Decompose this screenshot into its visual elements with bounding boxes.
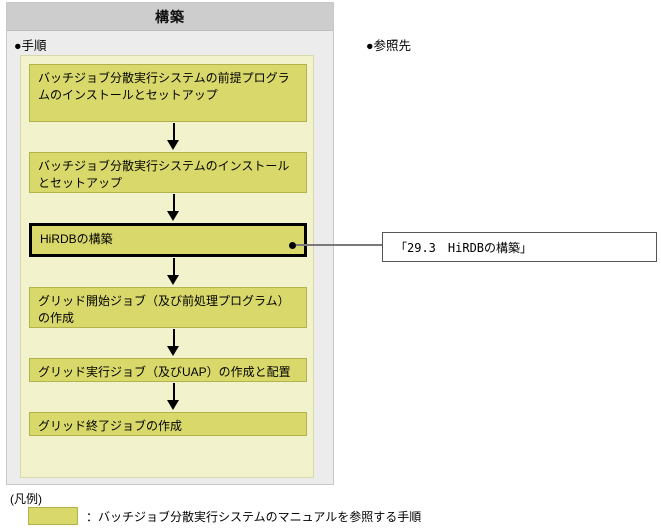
panel-title-bar: 構築	[7, 3, 333, 31]
flow-step-box-4: グリッド開始ジョブ（及び前処理プログラム）の作成	[29, 287, 307, 328]
references-section-heading: ●参照先	[366, 39, 412, 53]
arrow-shaft	[173, 329, 175, 347]
arrow-head	[167, 275, 179, 285]
flow-arrow-5	[167, 383, 180, 411]
arrow-head	[167, 211, 179, 221]
flow-arrow-2	[167, 194, 180, 222]
arrow-shaft	[173, 383, 175, 401]
page-title: 構築	[155, 8, 185, 25]
reference-box-hirdb[interactable]: 「29.3 HiRDBの構築」	[382, 232, 657, 262]
connector-line	[296, 244, 383, 246]
arrow-head	[167, 140, 179, 150]
arrow-head	[167, 400, 179, 410]
arrow-shaft	[173, 194, 175, 212]
flow-step-box-6: グリッド終了ジョブの作成	[29, 412, 307, 436]
flow-arrow-1	[167, 123, 180, 151]
flow-arrow-4	[167, 329, 180, 357]
steps-section-heading: ●手順	[14, 39, 47, 53]
flow-step-box-2: バッチジョブ分散実行システムのインストールとセットアップ	[29, 152, 307, 193]
flow-step-box-1: バッチジョブ分散実行システムの前提プログラムのインストールとセットアップ	[29, 64, 307, 122]
flow-step-box-3-hirdb: HiRDBの構築	[29, 223, 307, 257]
arrow-shaft	[173, 123, 175, 141]
legend-color-swatch	[28, 507, 78, 525]
legend-title: (凡例)	[10, 492, 42, 506]
flow-container: バッチジョブ分散実行システムの前提プログラムのインストールとセットアップ バッチ…	[20, 55, 314, 478]
connector-dot	[289, 242, 296, 249]
flow-arrow-3	[167, 258, 180, 286]
legend-description: ：バッチジョブ分散実行システムのマニュアルを参照する手順	[86, 509, 422, 524]
arrow-head	[167, 346, 179, 356]
flow-step-box-5: グリッド実行ジョブ（及びUAP）の作成と配置	[29, 358, 307, 382]
arrow-shaft	[173, 258, 175, 276]
legend-row: ：バッチジョブ分散実行システムのマニュアルを参照する手順	[28, 507, 421, 525]
